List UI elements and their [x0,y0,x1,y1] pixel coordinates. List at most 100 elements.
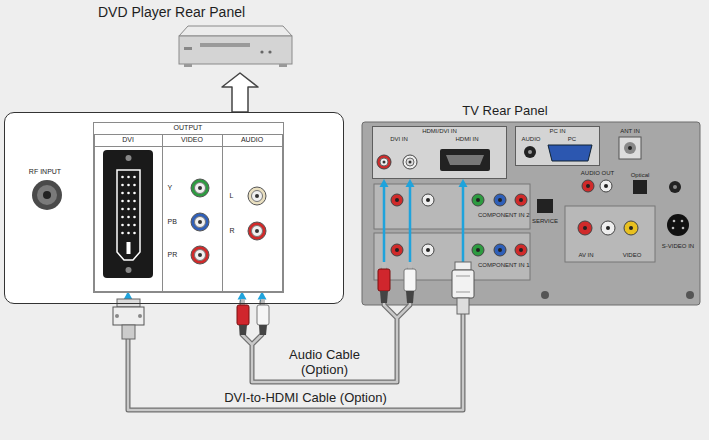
tv-rear-panel-part [629,226,633,230]
dvd-player-part [279,64,287,67]
arrowhead [238,292,247,300]
dvi-plug-part [138,314,142,318]
arrowhead [124,292,133,300]
tv-rear-panel-part [624,221,638,235]
tv-rear-panel-part [624,142,636,154]
dvd-player-part [184,47,192,50]
table-header: OUTPUT [94,124,283,132]
tv-rear-panel-part [633,180,647,194]
rca-plug-part [380,291,388,303]
rca-plug-part [404,269,416,291]
tv-rear-panel-part [541,291,549,299]
rca-plug-part [408,262,412,269]
tv-rear-panel-part [583,226,587,230]
tv-rear-panel-part [600,180,612,192]
dvi-plug-part [117,299,140,307]
rear-panel-callout: RF INPUTOUTPUTDVIVIDEOYPBPRAUDIOLR [4,112,344,304]
tv-rear-panel-part [409,161,412,164]
tv-rear-panel-part [586,184,590,188]
component-jacks-part [515,194,527,206]
panel-label: Optical [624,172,656,179]
panel-label: COMPONENT IN 2 [478,212,534,219]
dvd-player [179,26,292,67]
component-jacks-part [476,248,480,252]
tv-rear-panel-part [528,150,532,154]
tv-rear-panel-part [446,155,484,165]
output-column: VIDEOYPBPR [162,134,223,292]
dvd-player-part [200,43,250,47]
component-jacks-part [498,198,502,202]
cable-label: Audio Cable (Option) [279,348,371,378]
tv-rear-panel-part [619,137,641,159]
rca-plug-part [382,262,386,269]
panel-label: AUDIO OUT [570,170,625,177]
input-section: PC INAUDIOPC [515,126,600,166]
device-heading: DVD Player Rear Panel [95,3,295,73]
component-jacks-part [422,194,434,206]
hdmi-plug-part [456,276,470,277]
tv-rear-panel-part [672,227,675,230]
dvd-rear-panel-part [43,191,51,199]
arrowhead [258,292,267,300]
tv-rear-panel-part [681,220,684,223]
rca-plug [237,299,269,335]
tv-panel: TV Rear PanelHDMI/DVI INDVI INHDMI INPC … [360,104,705,308]
output-table: OUTPUT DVIVIDEOYPBPRAUDIOLR [93,122,284,293]
rca-plug-part [257,305,269,325]
tv-rear-panel-part [524,146,536,158]
hdmi-plug-part [452,270,474,298]
heading: DVD Player Rear Panel [98,4,293,20]
component-jacks [391,194,527,256]
dvd-player-part [184,64,192,67]
hdmi-plug-part [457,298,469,314]
tv-rear-panel-part [548,145,592,161]
dvd-player-part [179,36,292,64]
dvi-plug [113,299,144,339]
column-header: VIDEO [163,136,222,144]
output-column: DVI [94,134,163,292]
tv-rear-panel-part [582,180,594,192]
rca-plug-part [241,299,245,305]
component-jacks-part [391,244,403,256]
component-jacks-part [494,194,506,206]
component-jacks-part [498,248,502,252]
component-jacks-part [476,198,480,202]
arrowhead [380,179,389,187]
tv-rear-panel-part [628,146,632,150]
tv-rear-panel-part [578,221,592,235]
tv-rear-panel-part [667,214,689,236]
rca-plug-part [259,325,267,335]
component-jacks-part [494,244,506,256]
component-jacks-part [426,248,430,252]
port-label: AUDIO [517,136,545,143]
dvd-rear-panel-part [4,112,344,304]
tv-rear-panel-part [606,226,610,230]
tv-rear-panel-part [403,155,417,169]
dvd-player-part [179,26,292,36]
output-column: AUDIOLR [222,134,283,292]
tv-rear-panel [362,122,700,305]
hdmi-plug [452,262,474,314]
heading: TV Rear Panel [405,104,605,119]
dvd-rear-panel-part [32,180,62,210]
tv-rear-panel-part [673,220,676,223]
hdmi-plug-part [455,262,471,270]
rca-plug-part [261,299,265,305]
column-header: AUDIO [223,136,282,144]
port-label: PC [547,136,597,143]
insert-arrow [383,183,386,262]
panel-label: S-VIDEO IN [656,243,700,250]
section-header: PC IN [516,128,599,135]
component-jacks-part [391,194,403,206]
hdmi-plug-part [456,292,470,293]
insert-arrow [462,183,465,262]
component-jacks-part [472,244,484,256]
component-jacks-part [519,198,523,202]
tv-rear-panel-part [604,184,608,188]
jack-label: R [230,227,240,235]
tv-rear-panel-part [669,181,681,193]
rca-plug-part [239,325,247,335]
dvi-plug-part [122,325,135,339]
tv-rear-panel-part [686,291,694,299]
